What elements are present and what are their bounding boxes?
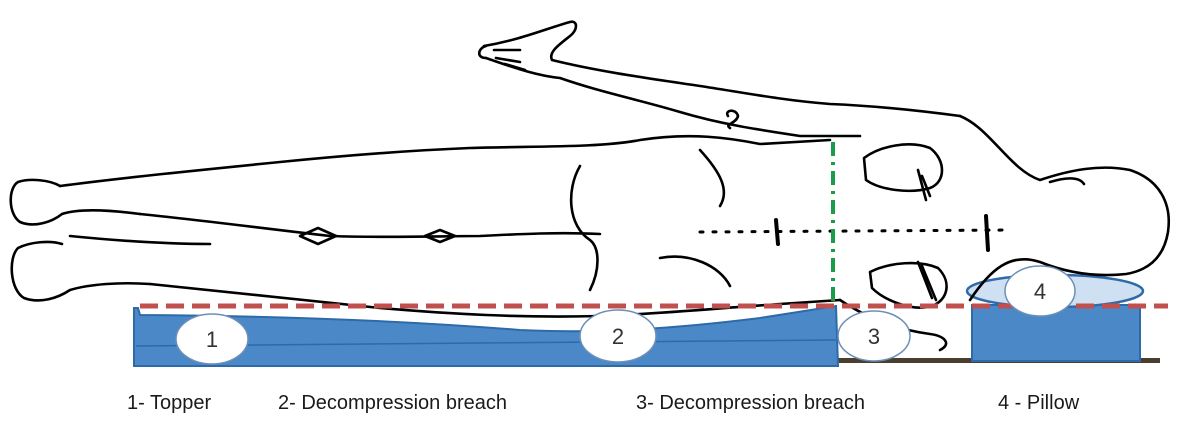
badge-3-label: 3	[868, 324, 880, 349]
badge-1-label: 1	[206, 327, 218, 352]
legend: 1- Topper 2- Decompression breach 3- Dec…	[0, 392, 1177, 422]
badge-4: 4	[1005, 266, 1075, 316]
badge-2-label: 2	[612, 324, 624, 349]
legend-item-topper: 1- Topper	[127, 392, 211, 415]
legend-item-decompression-breach-2: 3- Decompression breach	[636, 392, 865, 415]
badge-3: 3	[838, 311, 910, 361]
legend-item-decompression-breach-1: 2- Decompression breach	[278, 392, 507, 415]
badge-1: 1	[176, 314, 248, 364]
badge-2: 2	[580, 310, 656, 362]
legend-item-pillow: 4 - Pillow	[998, 392, 1079, 415]
badge-4-label: 4	[1034, 279, 1046, 304]
